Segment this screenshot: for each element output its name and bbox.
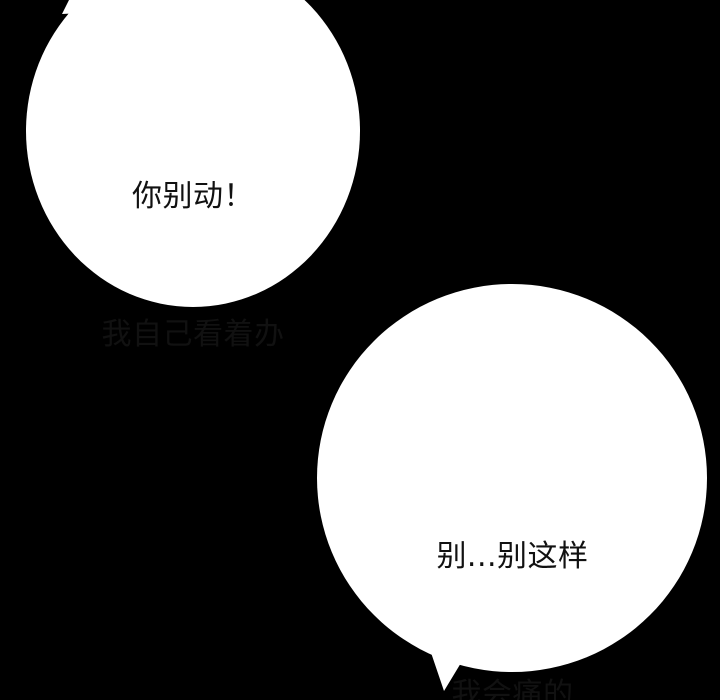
- speech-bubble-2-text: 别...别这样 我会痛的: [317, 442, 708, 700]
- speech-bubble-2-body: [317, 284, 707, 672]
- speech-bubble-1-line-1: 你别动！: [132, 179, 254, 214]
- speech-bubble-1-body: [26, 0, 360, 307]
- speech-bubble-1: [26, 0, 360, 307]
- speech-bubble-1-line-2: 我自己看着办: [101, 317, 285, 352]
- speech-bubble-2: [317, 284, 707, 691]
- speech-bubble-1-text: 你别动！ 我自己看着办: [26, 82, 360, 450]
- speech-bubble-2-line-2: 我会痛的: [451, 677, 574, 700]
- speech-bubble-2-line-1: 别...别这样: [436, 539, 589, 574]
